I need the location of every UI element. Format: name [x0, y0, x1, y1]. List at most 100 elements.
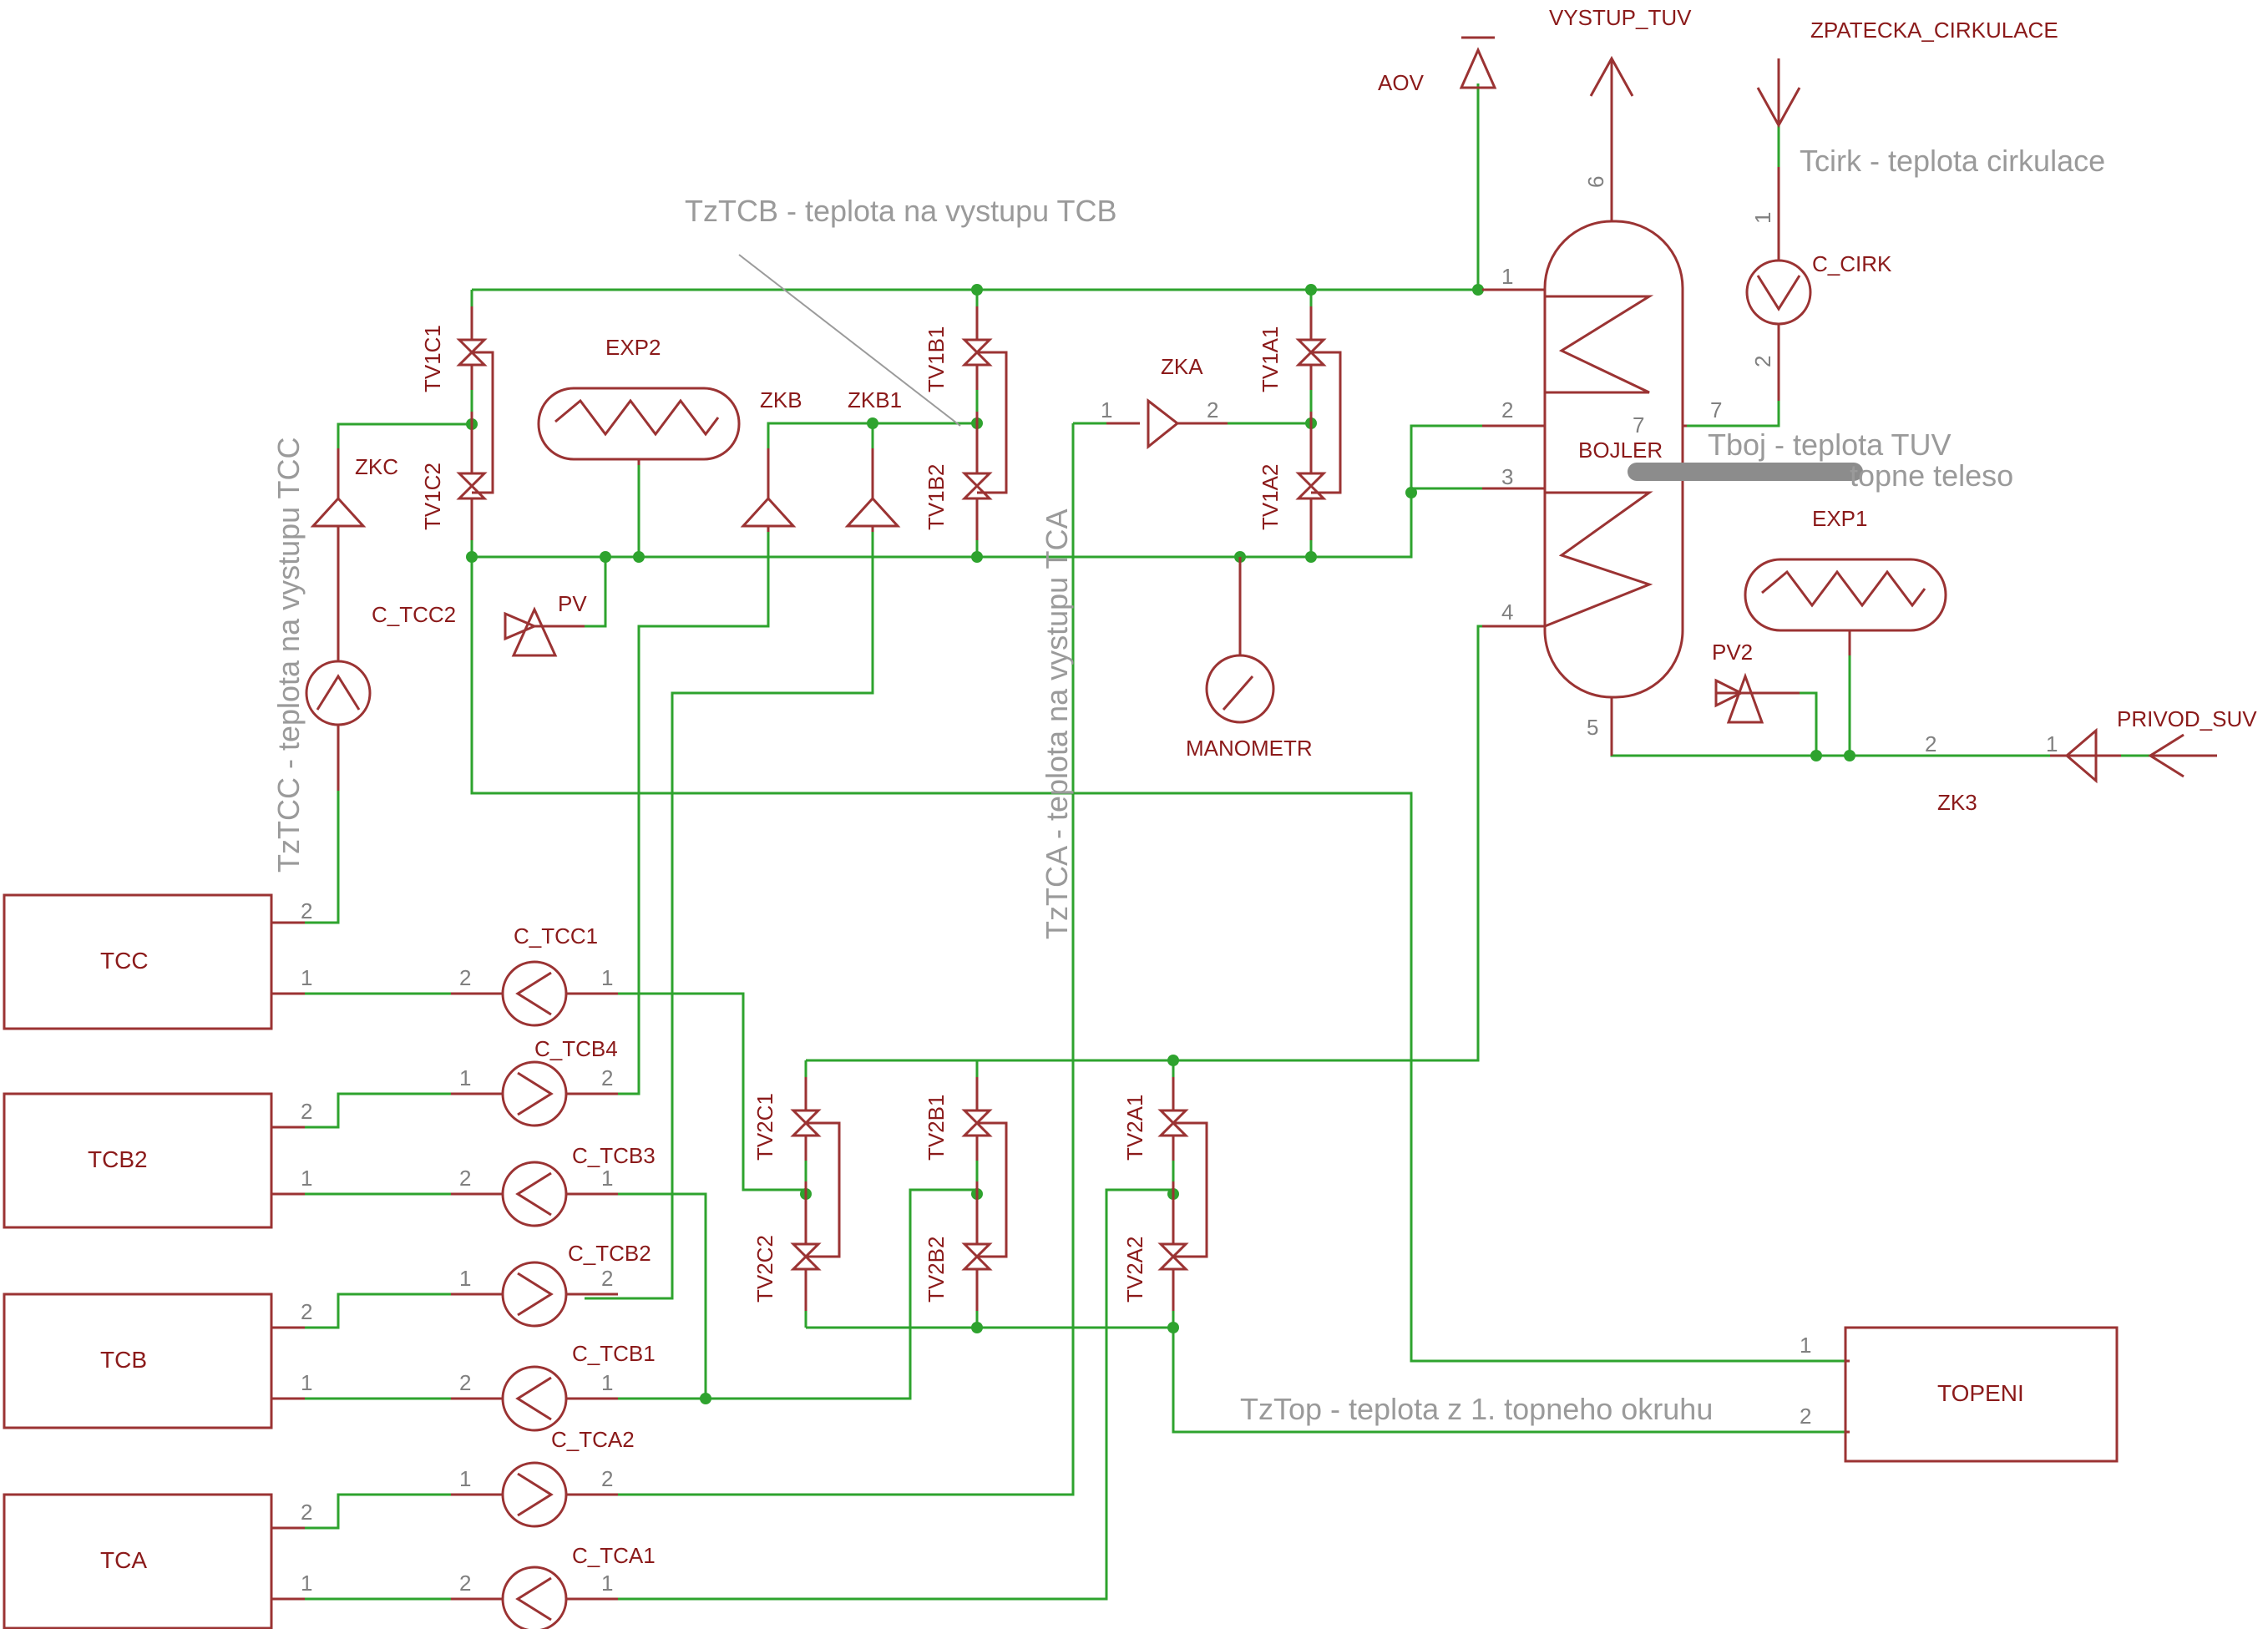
check-pv2 [1714, 672, 1800, 724]
note-tboj: Tboj - teplota TUV [1708, 427, 1951, 462]
svg-text:2: 2 [459, 1370, 471, 1395]
pump-c-cirk [1745, 167, 1812, 401]
label-tv1b1: TV1B1 [924, 326, 949, 393]
check-zkb [740, 448, 797, 532]
port-vystup-tuv [1589, 55, 1634, 163]
label-box-tcc: TCC [100, 948, 149, 974]
svg-text:1: 1 [301, 1370, 312, 1395]
svg-text:2: 2 [301, 898, 312, 923]
pump-c-tcc2 [305, 584, 372, 791]
pump-c-tcb3 [451, 1161, 618, 1227]
label-box-tcb: TCB [100, 1347, 147, 1373]
svg-text:1: 1 [1501, 264, 1513, 289]
label-box-topeni: TOPENI [1937, 1380, 2024, 1406]
note-tztcb: TzTCB - teplota na vystupu TCB [685, 194, 1117, 228]
label-c-tca2: C_TCA2 [551, 1427, 635, 1452]
pump-c-tcb2 [451, 1261, 618, 1328]
boxes [3, 893, 2119, 1629]
label-pv2: PV2 [1712, 640, 1753, 665]
exp1 [1744, 558, 1947, 655]
check-zkc [310, 448, 367, 584]
port-zpatecka [1756, 58, 1801, 129]
pump-c-tcc1 [451, 960, 618, 1027]
svg-text:2: 2 [601, 1266, 613, 1291]
label-c-tcb4: C_TCB4 [534, 1036, 618, 1061]
label-bojler: BOJLER [1578, 438, 1663, 463]
svg-text:1: 1 [1101, 397, 1112, 422]
svg-text:1: 1 [459, 1065, 471, 1090]
pumps [305, 167, 1812, 1629]
label-c-tcb3: C_TCB3 [572, 1143, 656, 1168]
svg-text:7: 7 [1710, 397, 1722, 422]
svg-text:1: 1 [301, 1166, 312, 1191]
label-tv2a2: TV2A2 [1122, 1237, 1147, 1303]
svg-text:2: 2 [301, 1099, 312, 1124]
svg-text:1: 1 [301, 965, 312, 990]
label-aov: AOV [1378, 70, 1425, 95]
svg-text:2: 2 [459, 965, 471, 990]
svg-text:2: 2 [459, 1166, 471, 1191]
label-tv1a1: TV1A1 [1258, 326, 1283, 393]
svg-text:2: 2 [601, 1065, 613, 1090]
svg-text:2: 2 [1925, 731, 1936, 756]
label-tv2c1: TV2C1 [752, 1093, 777, 1161]
note-tztca: TzTCA - teplota na vystupu TCA [1040, 508, 1074, 939]
check-zk3 [2050, 727, 2217, 784]
label-zpatecka: ZPATECKA_CIRKULACE [1810, 18, 2058, 43]
check-valves [310, 397, 2217, 784]
port-aov [1459, 36, 1497, 89]
svg-text:2: 2 [1750, 356, 1775, 367]
pin-numbers: 1 2 3 4 5 6 7 7 1 2 2 1 2 1 2 1 1 2 2 1 … [301, 176, 2058, 1596]
tztcb-leader [738, 254, 961, 427]
box-tcb2 [3, 1092, 273, 1229]
svg-text:1: 1 [601, 1571, 613, 1596]
svg-text:2: 2 [1800, 1404, 1811, 1429]
note-tcirk: Tcirk - teplota cirkulace [1800, 144, 2105, 178]
bojler-symbol [1482, 163, 1863, 756]
note-topne: topne teleso [1850, 458, 2013, 493]
label-tv2b1: TV2B1 [924, 1095, 949, 1161]
label-tv2b2: TV2B2 [924, 1237, 949, 1303]
label-tv1c2: TV1C2 [420, 463, 445, 530]
pump-c-tcb4 [451, 1060, 618, 1127]
svg-text:4: 4 [1501, 599, 1513, 625]
note-tztcc: TzTCC - teplota na vystupu TCC [271, 437, 306, 873]
pump-c-tca2 [451, 1461, 618, 1528]
note-tztop: TzTop - teplota z 1. topneho okruhu [1240, 1392, 1713, 1426]
pump-c-tcb1 [451, 1365, 618, 1432]
svg-text:1: 1 [601, 1370, 613, 1395]
label-zkb1: ZKB1 [848, 387, 902, 412]
svg-text:7: 7 [1633, 412, 1644, 438]
check-pv [504, 606, 585, 657]
label-pv: PV [558, 591, 587, 616]
svg-text:2: 2 [1501, 397, 1513, 422]
label-zka: ZKA [1161, 354, 1203, 379]
label-vystup-tuv: VYSTUP_TUV [1549, 5, 1692, 30]
valves [456, 306, 1342, 1311]
label-privod-suv: PRIVOD_SUV [2117, 706, 2257, 731]
check-zka [1106, 397, 1228, 450]
wires [305, 83, 2200, 1601]
svg-text:2: 2 [601, 1466, 613, 1491]
label-zkc: ZKC [355, 454, 398, 479]
svg-text:2: 2 [301, 1500, 312, 1525]
box-tcc [3, 893, 273, 1030]
svg-text:5: 5 [1587, 715, 1598, 740]
label-zkb: ZKB [760, 387, 802, 412]
label-tv2a1: TV2A1 [1122, 1095, 1147, 1161]
svg-text:6: 6 [1583, 176, 1608, 188]
pump-c-tca1 [451, 1566, 618, 1629]
label-box-tcb2: TCB2 [88, 1146, 148, 1172]
svg-text:1: 1 [601, 965, 613, 990]
svg-text:1: 1 [601, 1166, 613, 1191]
labels: AOV VYSTUP_TUV ZPATECKA_CIRKULACE PRIVOD… [88, 5, 2257, 1573]
label-tv1a2: TV1A2 [1258, 464, 1283, 531]
svg-text:2: 2 [301, 1299, 312, 1324]
svg-text:1: 1 [459, 1266, 471, 1291]
svg-text:2: 2 [1207, 397, 1218, 422]
svg-text:1: 1 [1750, 212, 1775, 224]
manometr-symbol [1205, 557, 1275, 724]
exp2 [537, 387, 741, 465]
label-c-cirk: C_CIRK [1812, 251, 1892, 276]
